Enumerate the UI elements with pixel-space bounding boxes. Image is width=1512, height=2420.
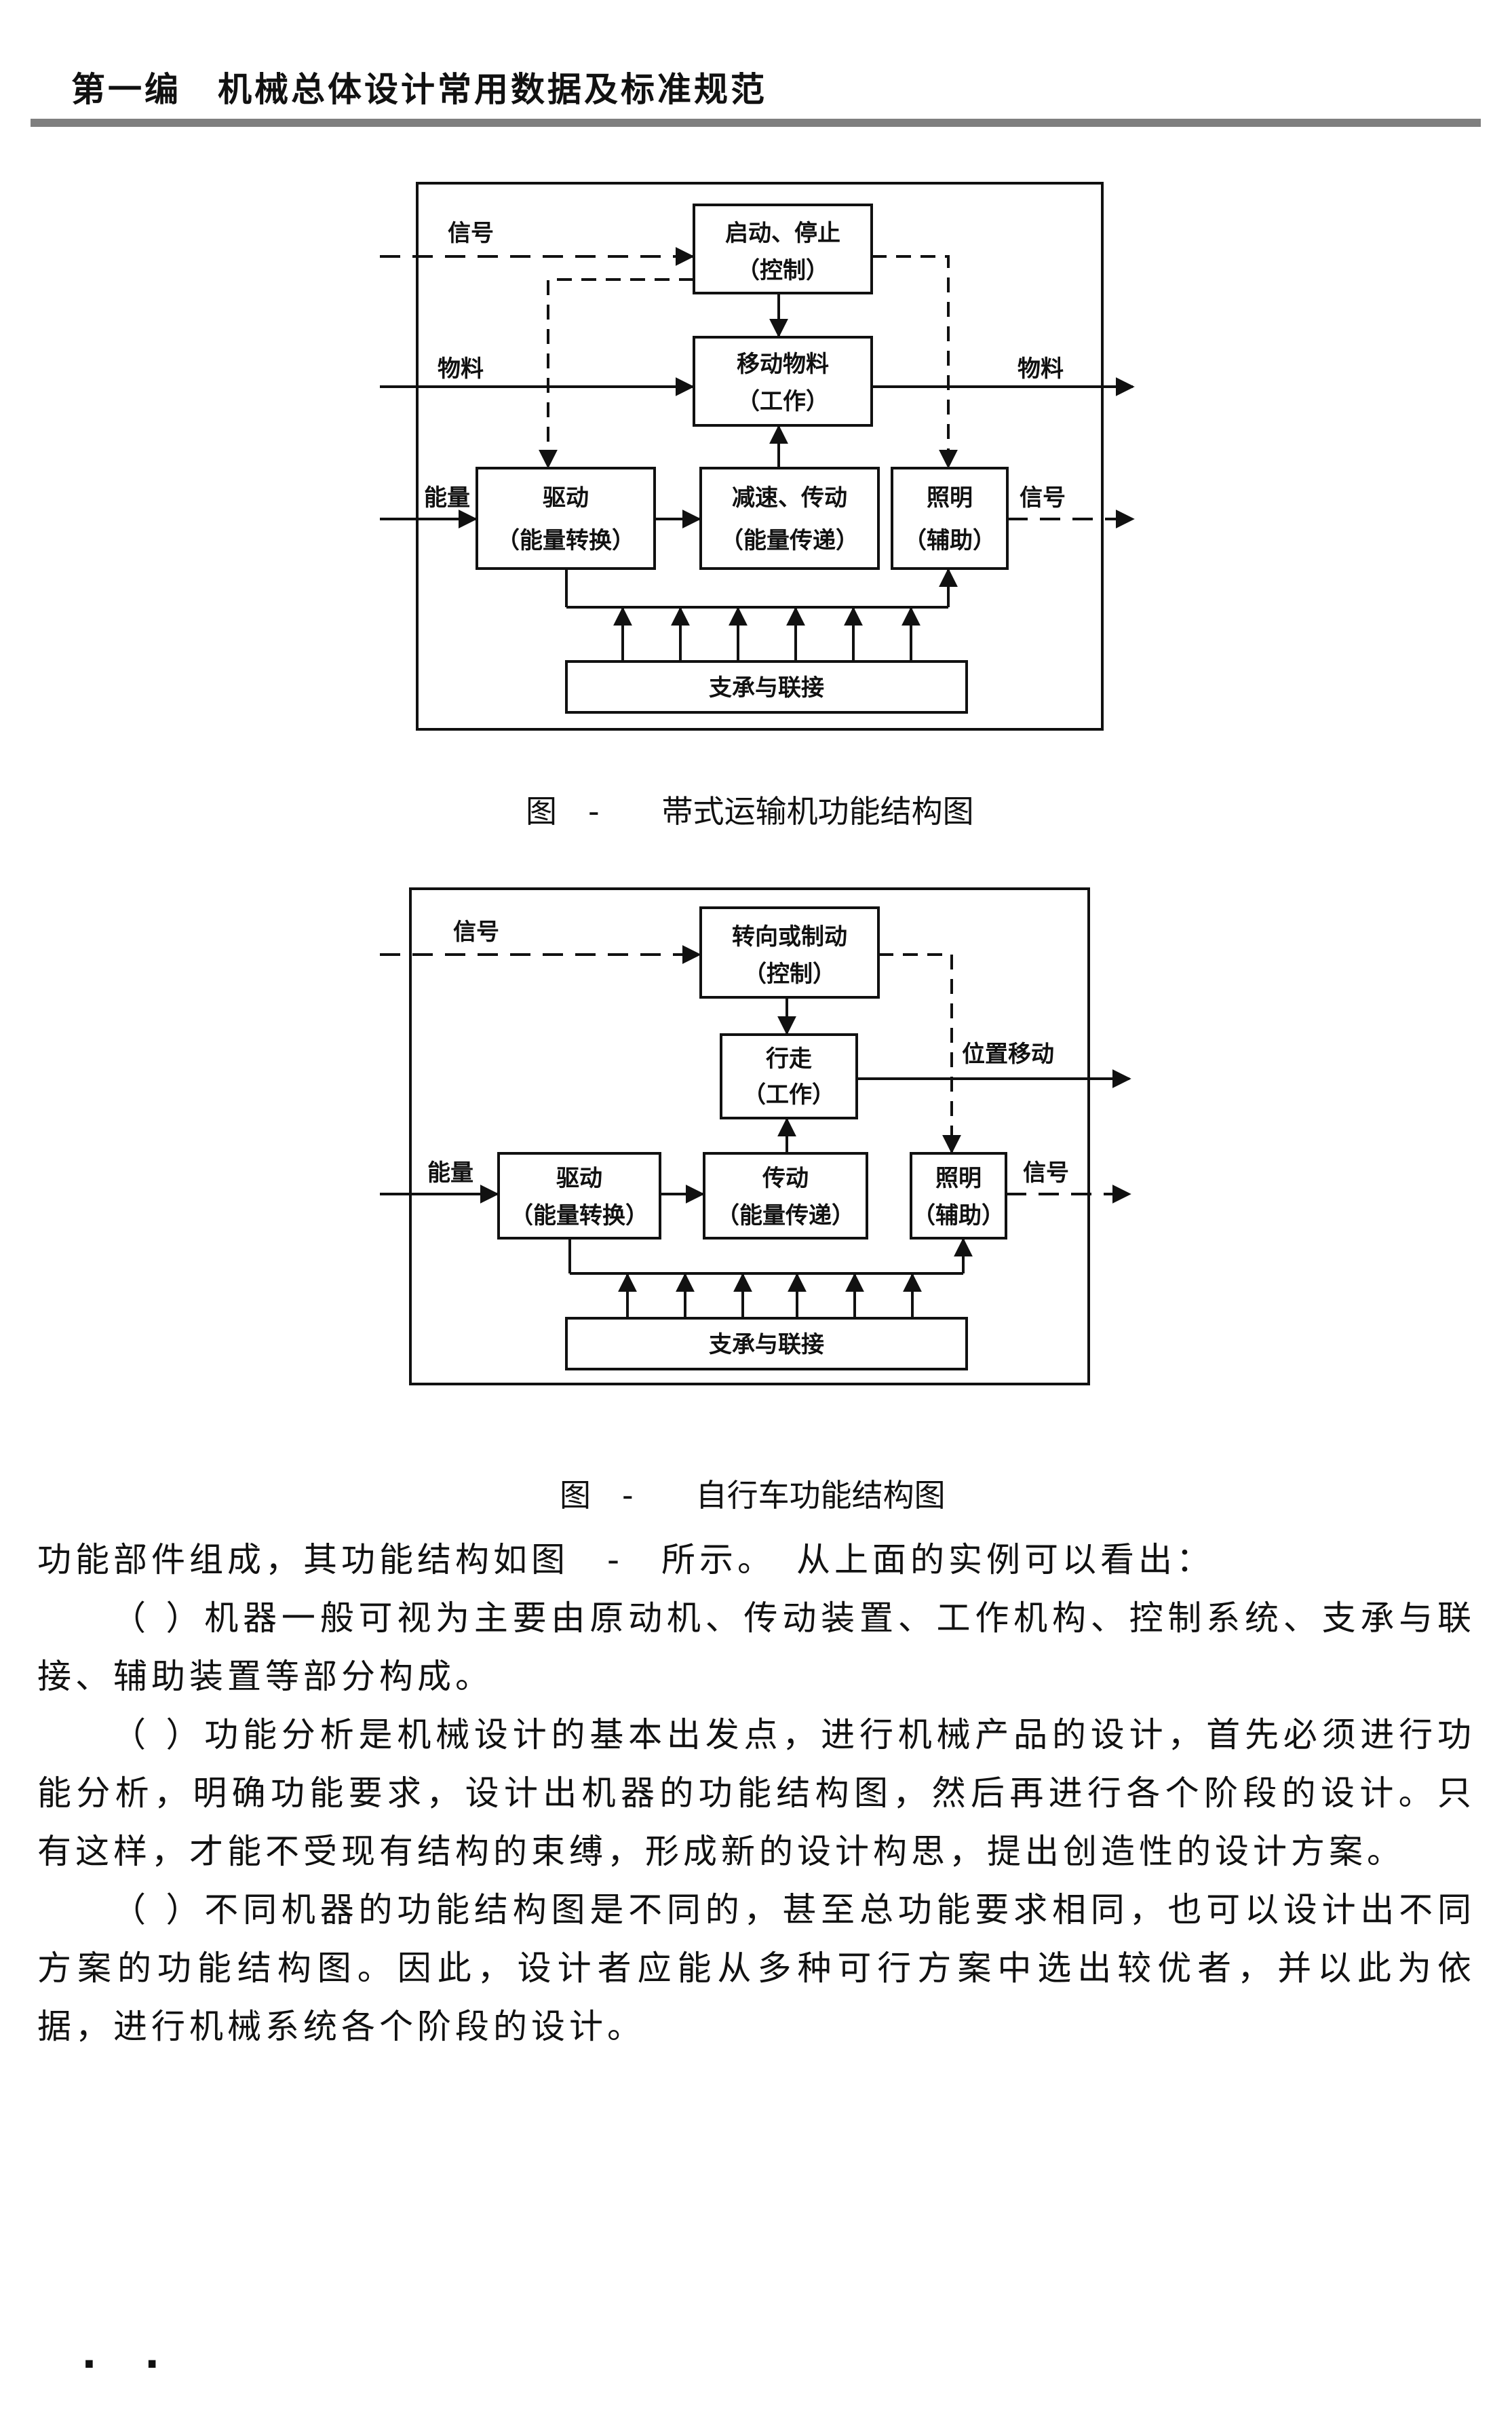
figure-2-caption: 图 - 自行车功能结构图 <box>560 1477 946 1514</box>
fig2-label-energy-in: 能量 <box>427 1159 473 1187</box>
fig1-drive-line2: （能量转换） <box>497 527 635 554</box>
fig1-label-signal-in: 信号 <box>448 220 494 247</box>
fig1-work-line2: （工作） <box>737 388 829 415</box>
fig2-label-signal-out: 信号 <box>1023 1159 1069 1187</box>
fig2-trans-line1: 传动 <box>762 1165 809 1192</box>
page-header-title: 第一编 机械总体设计常用数据及标准规范 <box>71 70 767 109</box>
fig1-drive-line1: 驱动 <box>543 484 589 512</box>
fig1-support-label: 支承与联接 <box>709 674 824 702</box>
fig2-trans-line2: （能量传递） <box>716 1202 855 1229</box>
fig2-drive-line1: 驱动 <box>556 1165 602 1192</box>
footer-page-marker: ·· <box>81 2341 208 2388</box>
fig2-drive-line2: （能量转换） <box>510 1202 648 1229</box>
fig2-aux-line2: （辅助） <box>912 1202 1005 1229</box>
header-rule <box>31 119 1481 127</box>
fig1-outer-frame <box>416 182 1104 731</box>
fig1-aux-line1: 照明 <box>927 484 973 512</box>
fig2-label-position-out: 位置移动 <box>962 1041 1054 1068</box>
fig1-box-support <box>565 660 968 714</box>
fig1-label-material-in: 物料 <box>438 356 484 383</box>
fig2-aux-line1: 照明 <box>935 1165 982 1192</box>
body-paragraph-1: 功能部件组成，其功能结构如图 - 所示。 从上面的实例可以看出： <box>37 1540 1215 1579</box>
fig1-control-line2: （控制） <box>737 257 829 284</box>
fig1-aux-line2: （辅助） <box>904 527 996 554</box>
fig1-work-line1: 移动物料 <box>737 351 829 378</box>
fig2-label-signal-in: 信号 <box>453 919 499 946</box>
fig2-outer-frame <box>409 887 1090 1385</box>
fig2-control-line1: 转向或制动 <box>732 923 847 950</box>
fig1-control-line1: 启动、停止 <box>725 220 840 247</box>
fig2-control-line2: （控制） <box>743 961 836 988</box>
fig1-trans-line2: （能量传递） <box>720 527 859 554</box>
fig2-box-support <box>565 1317 968 1370</box>
fig2-support-label: 支承与联接 <box>709 1331 824 1358</box>
fig1-label-signal-out: 信号 <box>1020 484 1066 512</box>
fig1-label-energy-in: 能量 <box>424 484 470 512</box>
body-paragraph-2: （ ）机器一般可视为主要由原动机、传动装置、工作机构、控制系统、支承与联接、辅助… <box>37 1598 1475 1696</box>
fig1-trans-line1: 减速、传动 <box>732 484 847 512</box>
figure-1-diagram: 启动、停止 （控制） 移动物料 （工作） 驱动 （能量转换） 减速、传动 （能量… <box>380 182 1135 731</box>
body-paragraph-4: （ ）不同机器的功能结构图是不同的，甚至总功能要求相同，也可以设计出不同方案的功… <box>37 1890 1475 2046</box>
body-paragraph-3: （ ）功能分析是机械设计的基本出发点，进行机械产品的设计，首先必须进行功能分析，… <box>37 1715 1475 1871</box>
figure-1-caption: 图 - 帯式运输机功能结构图 <box>526 793 974 830</box>
fig1-label-material-out: 物料 <box>1017 356 1064 383</box>
fig2-work-line2: （工作） <box>743 1081 835 1109</box>
figure-2-diagram: 转向或制动 （控制） 行走 （工作） 驱动 （能量转换） 传动 （能量传递） 照… <box>380 887 1131 1385</box>
fig2-work-line1: 行走 <box>766 1045 812 1073</box>
